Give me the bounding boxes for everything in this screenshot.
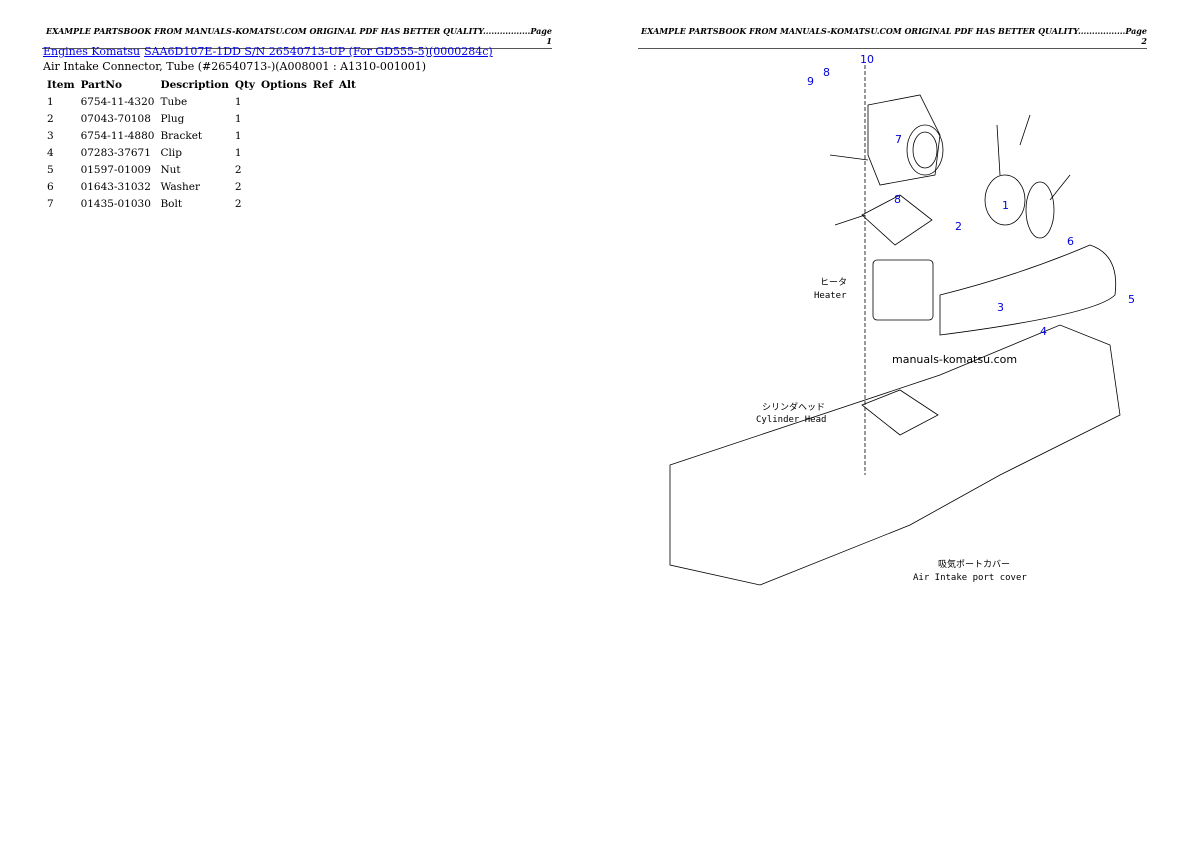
- cell-qty: 1: [234, 146, 242, 159]
- table-row: 2 07043-70108 Plug 1: [44, 110, 359, 127]
- page2-header: EXAMPLE PARTSBOOK FROM MANUALS-KOMATSU.C…: [638, 26, 1147, 49]
- model-link[interactable]: SAA6D107E-1DD S/N 26540713-UP (For GD555…: [144, 45, 493, 58]
- callout-2: 2: [955, 220, 962, 233]
- table-row: 3 6754-11-4880 Bracket 1: [44, 127, 359, 144]
- callout-6: 6: [1067, 235, 1074, 248]
- callout-4: 4: [1040, 325, 1047, 338]
- page-subtitle: Air Intake Connector, Tube (#26540713-)(…: [43, 60, 427, 73]
- col-partno: PartNo: [80, 78, 122, 91]
- diagram-drawing: [669, 65, 1121, 586]
- page1-header: EXAMPLE PARTSBOOK FROM MANUALS-KOMATSU.C…: [42, 26, 552, 49]
- cell-partno: 01435-01030: [80, 197, 151, 210]
- heater-label: Heater: [814, 291, 847, 301]
- cell-description: Plug: [160, 112, 185, 125]
- table-row: 6 01643-31032 Washer 2: [44, 178, 359, 195]
- cell-qty: 1: [234, 129, 242, 142]
- callout-7: 7: [895, 133, 902, 146]
- cell-item: 6: [47, 180, 54, 193]
- col-alt: Alt: [338, 78, 356, 91]
- table-header-row: Item PartNo Description Qty Options Ref …: [44, 76, 359, 93]
- callout-9: 9: [807, 75, 814, 88]
- cell-qty: 2: [234, 197, 242, 210]
- cell-item: 4: [47, 146, 54, 159]
- cell-qty: 2: [234, 180, 242, 193]
- cell-partno: 01597-01009: [80, 163, 151, 176]
- cover-label-jp: 吸気ポートカバー: [938, 558, 1010, 570]
- head-label-jp: シリンダヘッド: [762, 401, 825, 413]
- cell-item: 1: [47, 95, 54, 108]
- cell-item: 2: [47, 112, 54, 125]
- cell-partno: 6754-11-4320: [80, 95, 155, 108]
- cell-description: Tube: [160, 95, 188, 108]
- col-options: Options: [261, 78, 307, 91]
- watermark: manuals-komatsu.com: [892, 353, 1017, 366]
- cell-qty: 1: [234, 112, 242, 125]
- callout-8b: 8: [894, 193, 901, 206]
- cell-description: Bracket: [160, 129, 203, 142]
- parts-diagram: 10 8 9 7 8 1 2 6 3 5 4 ヒータ Heater シリンダヘッ…: [669, 53, 1135, 586]
- callout-5: 5: [1128, 293, 1135, 306]
- callout-1: 1: [1002, 199, 1009, 212]
- cell-description: Washer: [160, 180, 200, 193]
- cell-description: Clip: [160, 146, 182, 159]
- callout-10: 10: [860, 53, 874, 66]
- cell-item: 5: [47, 163, 54, 176]
- col-qty: Qty: [234, 78, 256, 91]
- table-row: 1 6754-11-4320 Tube 1: [44, 93, 359, 110]
- cell-partno: 6754-11-4880: [80, 129, 155, 142]
- heater-label-jp: ヒータ: [820, 277, 847, 288]
- head-label: Cylinder Head: [756, 415, 826, 425]
- table-row: 5 01597-01009 Nut 2: [44, 161, 359, 178]
- col-item: Item: [47, 78, 75, 91]
- parts-table: Item PartNo Description Qty Options Ref …: [44, 76, 359, 212]
- cover-label: Air Intake port cover: [913, 573, 1027, 583]
- cell-description: Nut: [160, 163, 181, 176]
- engines-komatsu-link[interactable]: Engines Komatsu: [43, 45, 141, 58]
- cell-qty: 1: [234, 95, 242, 108]
- cell-partno: 07043-70108: [80, 112, 151, 125]
- cell-partno: 01643-31032: [80, 180, 151, 193]
- cell-description: Bolt: [160, 197, 183, 210]
- callout-8: 8: [823, 66, 830, 79]
- cell-item: 7: [47, 197, 54, 210]
- callout-3: 3: [997, 301, 1004, 314]
- cell-qty: 2: [234, 163, 242, 176]
- col-ref: Ref: [312, 78, 333, 91]
- cell-partno: 07283-37671: [80, 146, 151, 159]
- table-row: 7 01435-01030 Bolt 2: [44, 195, 359, 212]
- col-description: Description: [160, 78, 229, 91]
- table-row: 4 07283-37671 Clip 1: [44, 144, 359, 161]
- cell-item: 3: [47, 129, 54, 142]
